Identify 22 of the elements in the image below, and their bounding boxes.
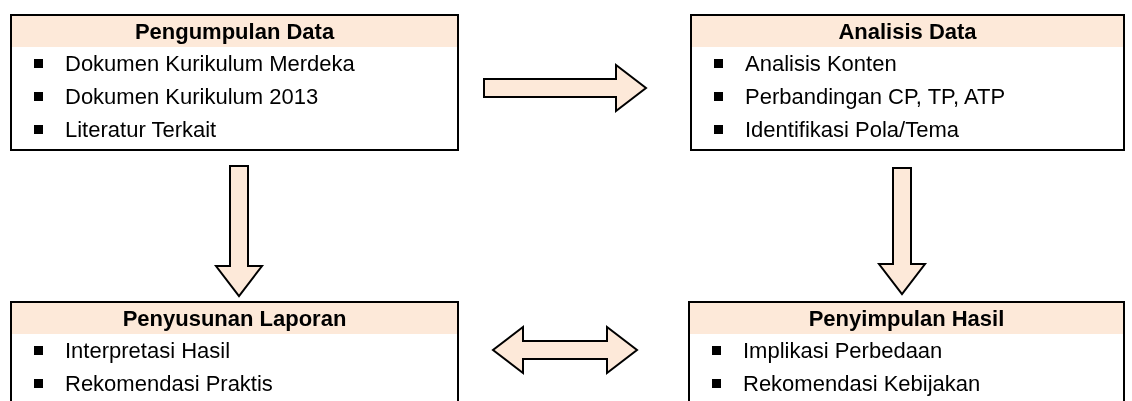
block-arrow (876, 167, 928, 296)
bullet-item: Literatur Terkait (12, 113, 457, 146)
bullet-item: Analisis Konten (692, 47, 1123, 80)
bullet-item: Interpretasi Hasil (12, 334, 457, 367)
bullet-item: Dokumen Kurikulum 2013 (12, 80, 457, 113)
process-box (688, 301, 1125, 401)
block-arrow (213, 165, 265, 298)
double-block-arrow (491, 324, 639, 376)
process-box (10, 14, 459, 151)
box-heading: Analisis Data (692, 16, 1123, 47)
bullet-item: Identifikasi Pola/Tema (692, 113, 1123, 146)
box-heading: Penyusunan Laporan (12, 303, 457, 334)
process-box (690, 14, 1125, 151)
process-box (10, 301, 459, 401)
bullet-item: Rekomendasi Kebijakan (690, 367, 1123, 400)
bullet-item: Dokumen Kurikulum Merdeka (12, 47, 457, 80)
bullet-item: Perbandingan CP, TP, ATP (692, 80, 1123, 113)
box-heading: Penyimpulan Hasil (690, 303, 1123, 334)
bullet-item: Rekomendasi Praktis (12, 367, 457, 400)
box-heading: Pengumpulan Data (12, 16, 457, 47)
bullet-item: Implikasi Perbedaan (690, 334, 1123, 367)
block-arrow (483, 62, 648, 114)
